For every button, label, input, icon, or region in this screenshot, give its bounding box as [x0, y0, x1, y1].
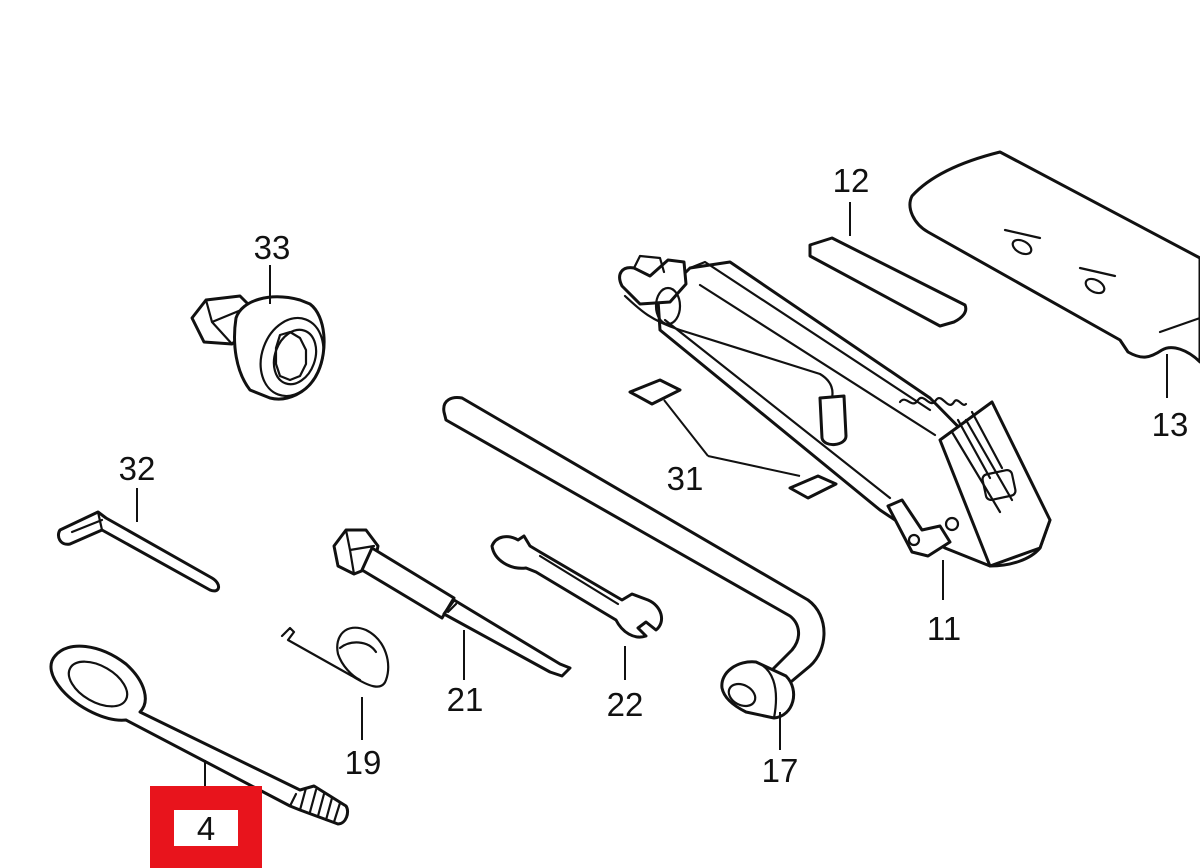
callout-21[interactable]: 21	[447, 681, 484, 718]
part-22-open-end-wrench[interactable]	[490, 534, 664, 639]
callout-labels: 4 11 12 13 17 19 21 22 31 32 33	[119, 162, 1189, 847]
part-4-towing-eye[interactable]	[49, 644, 350, 826]
callout-31[interactable]: 31	[667, 460, 704, 497]
callout-17[interactable]: 17	[762, 752, 799, 789]
callout-12[interactable]: 12	[833, 162, 870, 199]
part-32-hex-key[interactable]	[56, 510, 220, 593]
leader-lines	[136, 202, 1168, 790]
callout-4[interactable]: 4	[197, 810, 215, 847]
callout-13[interactable]: 13	[1152, 406, 1189, 443]
part-11-car-jack[interactable]	[618, 254, 1052, 568]
part-31-labels[interactable]	[628, 378, 838, 500]
callout-32[interactable]: 32	[119, 450, 156, 487]
part-13-tool-tray[interactable]	[908, 150, 1200, 364]
callout-11[interactable]: 11	[927, 610, 961, 647]
callout-33[interactable]: 33	[254, 229, 291, 266]
highlight-label-bg	[174, 810, 238, 846]
part-17-wheel-brace[interactable]	[442, 396, 826, 720]
part-12-strip[interactable]	[808, 236, 968, 328]
part-33-socket-adapter[interactable]	[190, 294, 334, 405]
part-19-spring-clip[interactable]	[280, 626, 390, 688]
callout-22[interactable]: 22	[607, 686, 644, 723]
part-21-screwdriver[interactable]	[332, 528, 572, 678]
callout-19[interactable]: 19	[345, 744, 382, 781]
